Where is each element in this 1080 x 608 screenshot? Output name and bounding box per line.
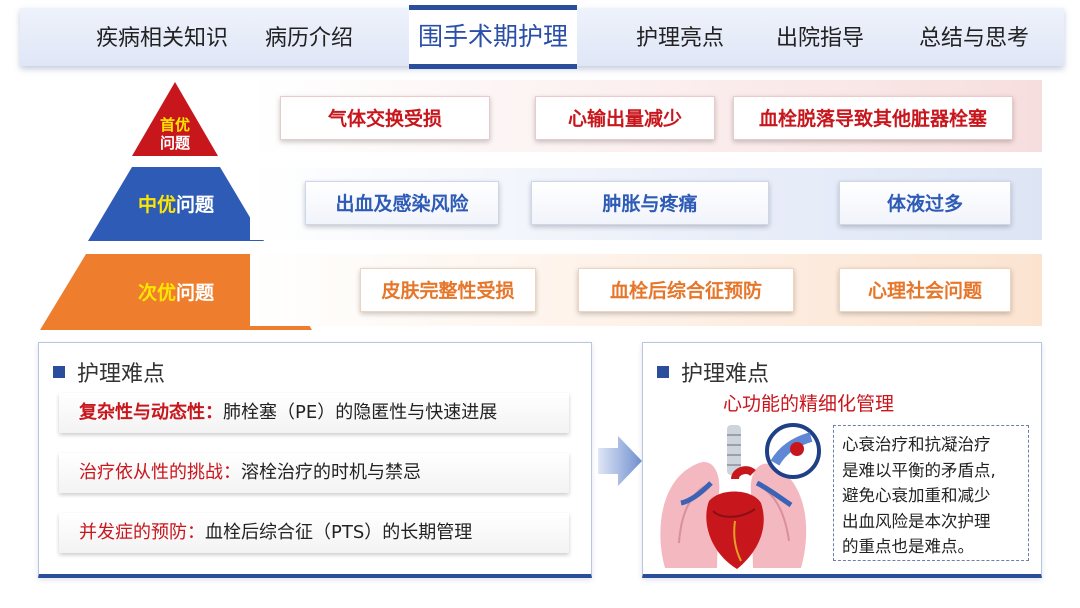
left-panel-title: 护理难点	[77, 362, 166, 387]
tab-disease-knowledge[interactable]: 疾病相关知识	[95, 26, 228, 51]
pyramid-bottom-trapezoid	[40, 254, 312, 330]
priority-chip-bleeding-infection: 出血及感染风险	[305, 181, 499, 225]
priority-chip-fluid-overload: 体液过多	[839, 181, 1011, 225]
priority-chip-swelling-pain: 肿胀与疼痛	[531, 181, 769, 225]
callout-line: 心衰治疗和抗凝治疗	[842, 435, 991, 454]
right-panel-header: 护理难点	[657, 357, 769, 387]
top-nav: 疾病相关知识 病历介绍 围手术期护理 护理亮点 出院指导 总结与思考	[20, 5, 1064, 69]
right-arrow-icon	[598, 436, 642, 486]
heart-lung-illustration-icon	[660, 423, 821, 569]
priority-chip-psychosocial: 心理社会问题	[839, 268, 1011, 312]
pyramid-bottom-label: 次优问题	[137, 282, 215, 304]
tab-care-highlights[interactable]: 护理亮点	[635, 26, 724, 51]
difficulty-row-key: 治疗依从性的挑战：	[79, 462, 241, 483]
priority-chip-gas-exchange: 气体交换受损	[280, 96, 490, 140]
right-difficulty-panel: 护理难点 心功能的精细化管理 心衰治疗和抗凝治疗 是难以平衡的矛盾点, 避免心衰…	[642, 342, 1042, 578]
tab-perioperative-care[interactable]: 围手术期护理	[409, 5, 577, 69]
tab-discharge-guidance[interactable]: 出院指导	[775, 26, 864, 51]
difficulty-row-complexity: 复杂性与动态性：肺栓塞（PE）的隐匿性与快速进展	[59, 393, 569, 433]
difficulty-row-complications: 并发症的预防：血栓后综合征（PTS）的长期管理	[59, 513, 569, 553]
right-panel-title: 护理难点	[681, 362, 770, 387]
pyramid-top-label: 首优 问题	[159, 116, 190, 152]
difficulty-row-key: 并发症的预防：	[79, 522, 205, 543]
callout-note: 心衰治疗和抗凝治疗 是难以平衡的矛盾点, 避免心衰加重和减少 出血风险是本次护理…	[833, 425, 1029, 561]
priority-chip-pts-prevention: 血栓后综合征预防	[578, 268, 794, 312]
priority-chip-cardiac-output: 心输出量减少	[535, 96, 715, 140]
priority-chip-skin-integrity: 皮肤完整性受损	[360, 268, 536, 312]
left-difficulty-panel: 护理难点 复杂性与动态性：肺栓塞（PE）的隐匿性与快速进展 治疗依从性的挑战：溶…	[38, 342, 592, 578]
difficulty-row-value: 肺栓塞（PE）的隐匿性与快速进展	[223, 402, 498, 423]
left-panel-header: 护理难点	[53, 357, 165, 387]
square-bullet-icon	[53, 366, 65, 378]
difficulty-row-key: 复杂性与动态性：	[79, 402, 223, 423]
right-panel-subtitle: 心功能的精细化管理	[723, 393, 895, 415]
pyramid-middle-trapezoid	[88, 167, 264, 241]
pyramid-top-triangle	[132, 82, 218, 156]
difficulty-row-compliance: 治疗依从性的挑战：溶栓治疗的时机与禁忌	[59, 453, 569, 493]
tab-case-introduction[interactable]: 病历介绍	[264, 26, 353, 51]
callout-line: 的重点也是难点。	[842, 537, 974, 556]
callout-line: 是难以平衡的矛盾点,	[842, 460, 996, 480]
square-bullet-icon	[657, 366, 669, 378]
callout-line: 避免心衰加重和减少	[842, 486, 991, 505]
callout-line: 出血风险是本次护理	[842, 511, 991, 531]
pyramid-middle-label: 中优问题	[137, 194, 215, 216]
priority-chip-embolism: 血栓脱落导致其他脏器栓塞	[733, 96, 1013, 140]
difficulty-row-value: 溶栓治疗的时机与禁忌	[241, 462, 421, 483]
tab-summary[interactable]: 总结与思考	[918, 26, 1029, 51]
difficulty-row-value: 血栓后综合征（PTS）的长期管理	[205, 522, 473, 543]
